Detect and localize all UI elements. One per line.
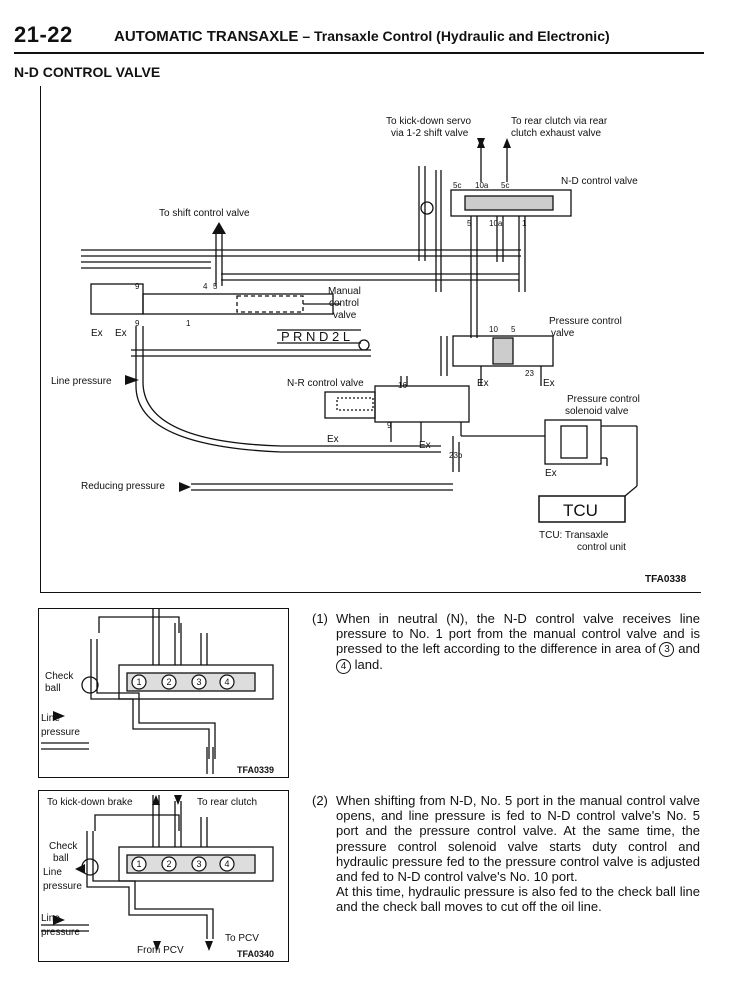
line-label: Line xyxy=(43,867,62,878)
page-header: 21-22 AUTOMATIC TRANSAXLE – Transaxle Co… xyxy=(14,22,704,54)
port-label: 10a xyxy=(475,181,489,190)
title-subtitle: – Transaxle Control (Hydraulic and Elect… xyxy=(298,28,610,44)
paragraph-text: and xyxy=(674,641,700,657)
land-label: 2 xyxy=(166,859,171,869)
port-label: 10 xyxy=(489,325,498,334)
land-label: 3 xyxy=(196,677,201,687)
land-label: 3 xyxy=(196,859,201,869)
check-ball-label: Check xyxy=(45,671,74,682)
port-label: 16 xyxy=(398,381,407,390)
label-shift-valve: To shift control valve xyxy=(159,208,250,219)
label-tcu-def-2: control unit xyxy=(577,542,626,553)
title-main: AUTOMATIC TRANSAXLE xyxy=(114,28,299,45)
land-3-marker: 3 xyxy=(659,642,675,658)
check-ball-label-2: ball xyxy=(45,683,61,694)
label-pcv-2: valve xyxy=(551,328,575,339)
label-ex: Ex xyxy=(477,378,489,389)
label-manual: Manual xyxy=(328,286,361,297)
main-hydraulic-diagram: To kick-down servo via 1-2 shift valve T… xyxy=(40,86,701,593)
port-label: 4 xyxy=(203,282,208,291)
figure-1-svg: 1 2 3 4 Check ball Line pressure TFA0339 xyxy=(41,609,274,775)
figure-code: TFA0340 xyxy=(237,949,274,959)
port-label: 23 xyxy=(525,369,534,378)
paragraph-number: (1) xyxy=(312,611,328,626)
label-line-pressure: Line pressure xyxy=(51,376,112,387)
label-kickdown-2: via 1-2 shift valve xyxy=(391,128,469,139)
paragraph-body: When in neutral (N), the N-D control val… xyxy=(336,611,700,674)
paragraph-text: When in neutral (N), the N-D control val… xyxy=(336,611,700,657)
label-manual-2: control xyxy=(329,298,359,309)
label-tcu: TCU xyxy=(563,501,598,520)
check-ball-label-2: ball xyxy=(53,853,69,864)
port-label: 9 xyxy=(135,319,140,328)
port-label: 10a xyxy=(489,219,503,228)
port-label: 1 xyxy=(522,219,527,228)
paragraph-text-2: At this time, hydraulic pressure is also… xyxy=(336,884,700,915)
line-label: Line xyxy=(41,713,60,724)
paragraph-text: When shifting from N-D, No. 5 port in th… xyxy=(336,793,700,885)
figure-neutral: 1 2 3 4 Check ball Line pressure TFA0339 xyxy=(38,608,289,778)
port-label: 9 xyxy=(135,282,140,291)
port-label: 5 xyxy=(467,219,472,228)
label-nr-valve: N-R control valve xyxy=(287,378,364,389)
pressure-label-b: pressure xyxy=(41,927,80,938)
page-title: AUTOMATIC TRANSAXLE – Transaxle Control … xyxy=(114,28,610,45)
port-label: 1 xyxy=(186,319,191,328)
figure-2-svg: 1 2 3 4 To kick-down brake To rear clutc… xyxy=(41,795,274,959)
label-ex: Ex xyxy=(543,378,555,389)
paragraph-body: When shifting from N-D, No. 5 port in th… xyxy=(336,793,700,915)
land-label: 2 xyxy=(166,677,171,687)
label-kickdown: To kick-down servo xyxy=(386,116,471,127)
line-label-b: Line xyxy=(41,913,60,924)
port-label: 23b xyxy=(449,451,463,460)
to-kickdown-label: To kick-down brake xyxy=(47,797,133,808)
from-pcv-label: From PCV xyxy=(137,945,184,956)
page-number: 21-22 xyxy=(14,22,73,47)
label-ex: Ex xyxy=(545,468,557,479)
section-title: N-D CONTROL VALVE xyxy=(14,64,161,80)
label-rear-clutch-2: clutch exhaust valve xyxy=(511,128,601,139)
label-rear-clutch: To rear clutch via rear xyxy=(511,116,608,127)
land-label: 4 xyxy=(224,677,229,687)
port-label: 5c xyxy=(501,181,509,190)
check-ball-label: Check xyxy=(49,841,78,852)
label-reducing: Reducing pressure xyxy=(81,481,165,492)
label-tcu-def: TCU: Transaxle xyxy=(539,530,609,541)
pressure-label: pressure xyxy=(43,881,82,892)
label-ex: Ex xyxy=(327,434,339,445)
label-ex: Ex xyxy=(91,328,103,339)
figure-code: TFA0339 xyxy=(237,765,274,775)
port-label: 9 xyxy=(387,421,392,430)
land-label: 1 xyxy=(136,859,141,869)
paragraph-number: (2) xyxy=(312,793,328,808)
paragraph-neutral: (1) When in neutral (N), the N-D control… xyxy=(312,611,700,674)
to-rear-label: To rear clutch xyxy=(197,797,257,808)
port-label: 5 xyxy=(511,325,516,334)
land-label: 4 xyxy=(224,859,229,869)
main-diagram-svg: To kick-down servo via 1-2 shift valve T… xyxy=(51,116,687,585)
label-manual-3: valve xyxy=(333,310,357,321)
label-pcv: Pressure control xyxy=(549,316,622,327)
figure-shift-nd: 1 2 3 4 To kick-down brake To rear clutc… xyxy=(38,790,289,962)
label-pcsv-2: solenoid valve xyxy=(565,406,629,417)
land-label: 1 xyxy=(136,677,141,687)
label-ex: Ex xyxy=(115,328,127,339)
label-ex: Ex xyxy=(419,440,431,451)
port-label: 5 xyxy=(213,282,218,291)
port-label: 5c xyxy=(453,181,461,190)
pressure-label: pressure xyxy=(41,727,80,738)
figure-code: TFA0338 xyxy=(645,574,687,585)
label-pcsv: Pressure control xyxy=(567,394,640,405)
label-prnd: P R N D 2 L xyxy=(281,329,350,344)
paragraph-text: land. xyxy=(351,657,383,673)
to-pcv-label: To PCV xyxy=(225,933,259,944)
label-nd-valve: N-D control valve xyxy=(561,176,638,187)
paragraph-shifting: (2) When shifting from N-D, No. 5 port i… xyxy=(312,793,700,915)
land-4-marker: 4 xyxy=(336,658,351,674)
